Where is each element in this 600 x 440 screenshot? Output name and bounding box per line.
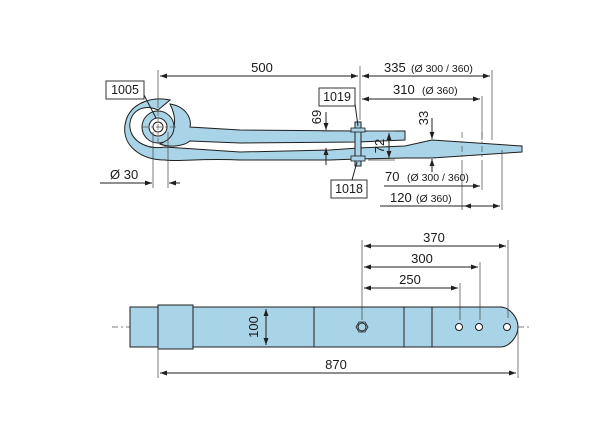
dim-335-note: (Ø 300 / 360) xyxy=(411,63,473,75)
dim-300-label: 300 xyxy=(411,251,433,266)
center-bolt-hex xyxy=(355,321,369,333)
spring-upper-leaf xyxy=(158,103,406,147)
dim-69-label: 69 xyxy=(309,110,324,124)
top-view: 370 300 250 100 870 xyxy=(112,230,530,378)
dim-70-label: 70 xyxy=(385,169,399,184)
dim-120-label: 120 xyxy=(390,190,412,205)
dim-100-label: 100 xyxy=(246,316,261,338)
dim-500-label: 500 xyxy=(251,60,273,75)
center-bolt-head xyxy=(350,127,366,133)
dim-70-note: (Ø 300 / 360) xyxy=(407,172,469,184)
dim-250-label: 250 xyxy=(399,272,421,287)
label-1018: 1018 xyxy=(335,182,363,196)
tip-hole-3 xyxy=(503,323,511,331)
dim-310-label: 310 xyxy=(393,82,415,97)
spring-plan-body xyxy=(129,306,519,348)
label-1005-box xyxy=(105,80,145,100)
label-1019-box xyxy=(318,87,356,107)
dim-72-label: 72 xyxy=(372,139,387,153)
label-1019: 1019 xyxy=(323,90,351,104)
dim-33-label: 33 xyxy=(416,111,431,125)
label-1018-box xyxy=(330,179,368,199)
spring-main-leaf xyxy=(124,98,523,162)
dim-335-label: 335 xyxy=(384,60,406,75)
center-bolt xyxy=(354,121,362,167)
tip-hole-1 xyxy=(455,323,463,331)
side-view: 500 335 (Ø 300 / 360) 310 (Ø 360) 69 72 … xyxy=(100,60,523,210)
dim-370-label: 370 xyxy=(423,230,445,245)
center-bolt-nut xyxy=(350,155,366,162)
tip-hole-2 xyxy=(475,323,483,331)
eye-end-block xyxy=(157,304,194,350)
label-1005: 1005 xyxy=(111,83,139,97)
center-bolt-hole xyxy=(357,322,367,332)
dim-d30-label: Ø 30 xyxy=(110,167,138,182)
dim-310-note: (Ø 360) xyxy=(422,85,458,97)
dim-120-note: (Ø 360) xyxy=(416,193,452,205)
dim-870-label: 870 xyxy=(325,357,347,372)
